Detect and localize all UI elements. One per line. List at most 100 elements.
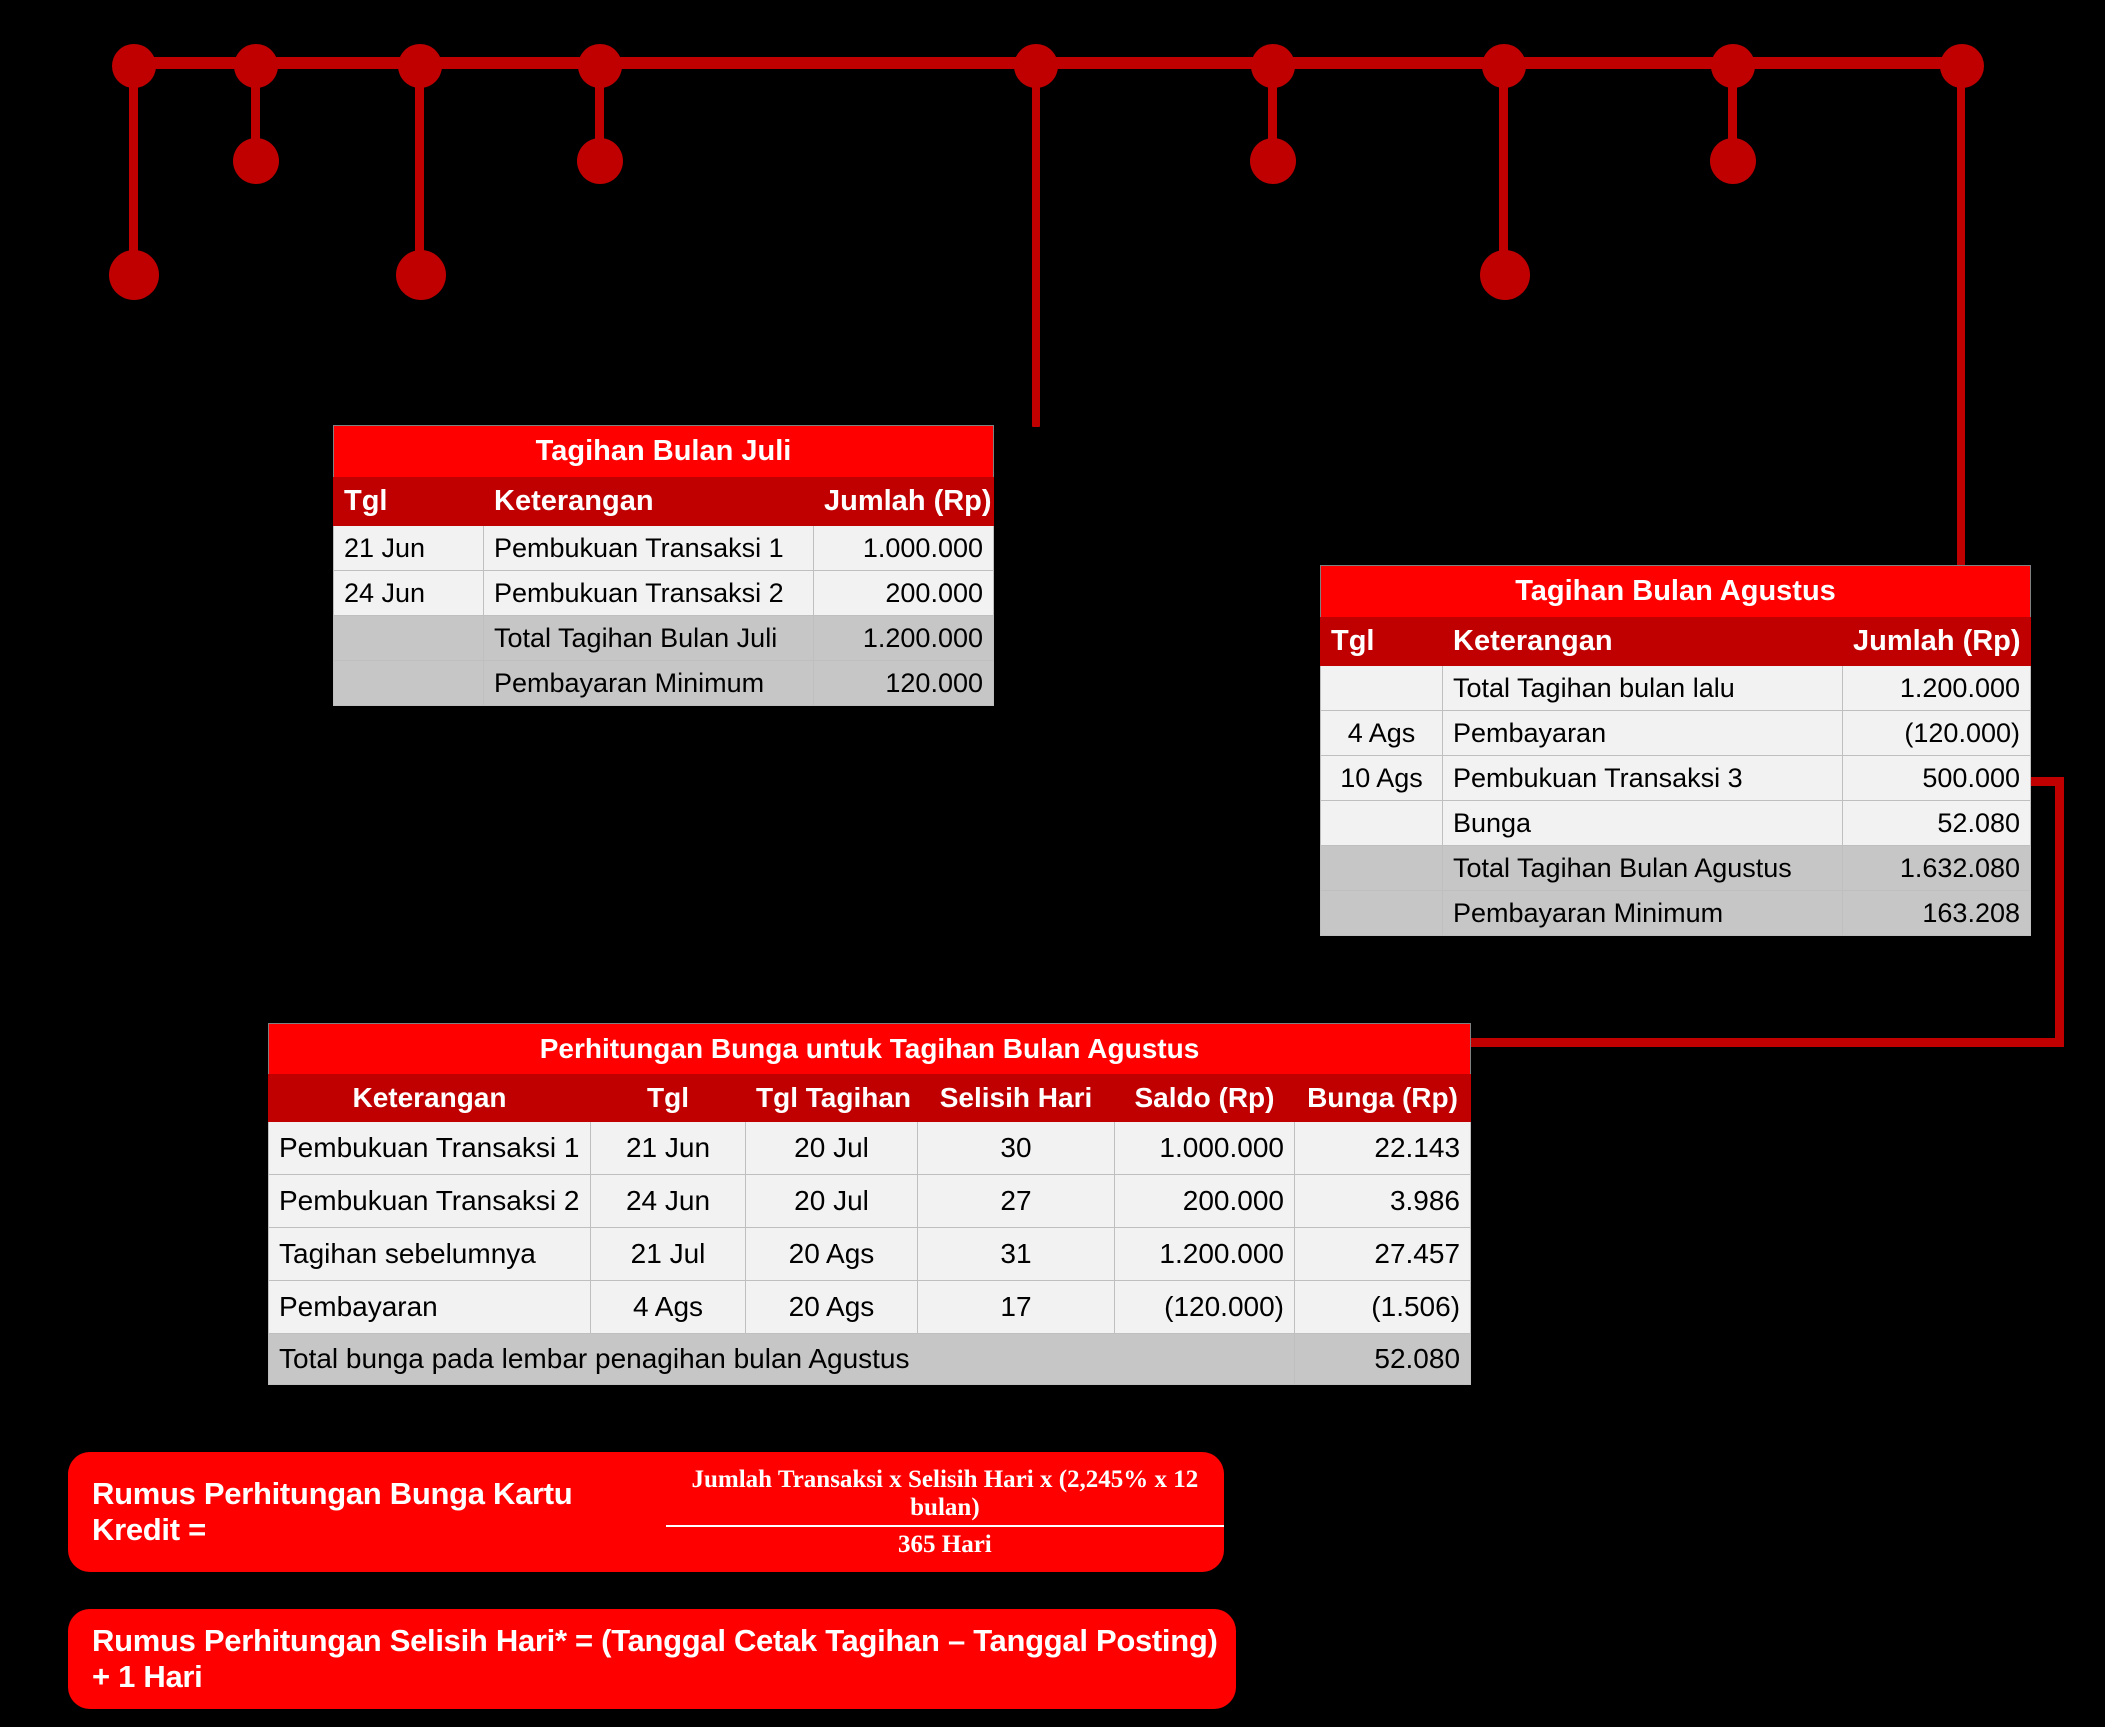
cell-saldo: 200.000 bbox=[1114, 1174, 1295, 1228]
formula-bunga-numerator: Jumlah Transaksi x Selisih Hari x (2,245… bbox=[665, 1466, 1224, 1527]
cell-tgl bbox=[333, 660, 484, 706]
cell-tgl: 10 Ags bbox=[1320, 755, 1443, 801]
cell-tgl-tagihan: 20 Ags bbox=[745, 1280, 918, 1334]
formula-bunga-fraction: Jumlah Transaksi x Selisih Hari x (2,245… bbox=[665, 1466, 1224, 1559]
cell-tgl: 21 Jun bbox=[333, 525, 484, 571]
cell-tgl bbox=[1320, 845, 1443, 891]
formula-hari-text: Rumus Perhitungan Selisih Hari* = (Tangg… bbox=[92, 1623, 1218, 1694]
table-agustus-title-row: Tagihan Bulan Agustus bbox=[1320, 565, 2031, 618]
cell-keterangan: Pembukuan Transaksi 2 bbox=[268, 1174, 591, 1228]
timeline-node-2-end[interactable] bbox=[233, 138, 279, 184]
table-row: Total Tagihan bulan lalu 1.200.000 bbox=[1320, 665, 2031, 711]
col-header-tgl: Tgl bbox=[590, 1074, 746, 1122]
cell-tgl-tagihan: 20 Jul bbox=[745, 1121, 918, 1175]
timeline-node-8-end[interactable] bbox=[1710, 138, 1756, 184]
cell-jumlah: 1.632.080 bbox=[1842, 845, 2031, 891]
cell-tgl: 4 Ags bbox=[590, 1280, 746, 1334]
cell-keterangan: Pembayaran Minimum bbox=[483, 660, 814, 706]
cell-jumlah: 1.000.000 bbox=[813, 525, 994, 571]
cell-tgl-tagihan: 20 Jul bbox=[745, 1174, 918, 1228]
cell-keterangan: Total Tagihan Bulan Agustus bbox=[1442, 845, 1843, 891]
table-row: Bunga 52.080 bbox=[1320, 800, 2031, 846]
cell-tgl: 21 Jul bbox=[590, 1227, 746, 1281]
table-row: Pembayaran Minimum 120.000 bbox=[333, 660, 994, 706]
cell-keterangan: Pembayaran bbox=[268, 1280, 591, 1334]
timeline-node-7-top[interactable] bbox=[1482, 44, 1526, 88]
timeline-node-8-top[interactable] bbox=[1711, 44, 1755, 88]
cell-keterangan: Pembukuan Transaksi 1 bbox=[483, 525, 814, 571]
timeline-stem-to-juli bbox=[1032, 62, 1040, 427]
table-row: Total Tagihan Bulan Juli 1.200.000 bbox=[333, 615, 994, 661]
cell-tgl bbox=[1320, 665, 1443, 711]
table-agustus-title: Tagihan Bulan Agustus bbox=[1320, 565, 2031, 618]
col-header-keterangan: Keterangan bbox=[483, 477, 814, 526]
col-header-bunga: Bunga (Rp) bbox=[1293, 1074, 1472, 1122]
timeline-node-1-top[interactable] bbox=[112, 44, 156, 88]
table-row: Tagihan sebelumnya 21 Jul 20 Ags 31 1.20… bbox=[268, 1227, 1472, 1281]
timeline-node-3-end[interactable] bbox=[396, 250, 446, 300]
formula-bunga-denominator: 365 Hari bbox=[898, 1530, 992, 1558]
cell-jumlah: 200.000 bbox=[813, 570, 994, 616]
connector-agustus-to-bunga-v bbox=[2055, 777, 2064, 1047]
timeline-stem-4 bbox=[595, 62, 604, 157]
table-row: 21 Jun Pembukuan Transaksi 1 1.000.000 bbox=[333, 525, 994, 571]
timeline-node-3-top[interactable] bbox=[398, 44, 442, 88]
col-header-tgl: Tgl bbox=[1320, 617, 1443, 666]
table-row: Pembukuan Transaksi 1 21 Jun 20 Jul 30 1… bbox=[268, 1121, 1472, 1175]
timeline-stem-2 bbox=[251, 62, 260, 157]
table-tagihan-agustus: Tagihan Bulan Agustus Tgl Keterangan Jum… bbox=[1320, 565, 2031, 936]
cell-jumlah: 1.200.000 bbox=[1842, 665, 2031, 711]
table-perhitungan-bunga: Perhitungan Bunga untuk Tagihan Bulan Ag… bbox=[268, 1023, 1472, 1385]
cell-keterangan: Bunga bbox=[1442, 800, 1843, 846]
cell-saldo: 1.000.000 bbox=[1114, 1121, 1295, 1175]
timeline-stem-6 bbox=[1268, 62, 1277, 157]
cell-selisih-hari: 27 bbox=[917, 1174, 1115, 1228]
table-row: Pembayaran Minimum 163.208 bbox=[1320, 890, 2031, 936]
col-header-selisih-hari: Selisih Hari bbox=[917, 1074, 1115, 1122]
table-bunga-header-row: Keterangan Tgl Tgl Tagihan Selisih Hari … bbox=[268, 1074, 1472, 1122]
col-header-tgl-tagihan: Tgl Tagihan bbox=[745, 1074, 918, 1122]
cell-tgl bbox=[333, 615, 484, 661]
cell-tgl bbox=[1320, 890, 1443, 936]
cell-bunga: 22.143 bbox=[1293, 1121, 1472, 1175]
cell-jumlah: 120.000 bbox=[813, 660, 994, 706]
timeline-node-9-top[interactable] bbox=[1940, 44, 1984, 88]
cell-jumlah: 1.200.000 bbox=[813, 615, 994, 661]
cell-jumlah: 163.208 bbox=[1842, 890, 2031, 936]
timeline-node-4-end[interactable] bbox=[577, 138, 623, 184]
cell-keterangan: Pembukuan Transaksi 3 bbox=[1442, 755, 1843, 801]
timeline-node-6-end[interactable] bbox=[1250, 138, 1296, 184]
timeline-stem-3 bbox=[415, 62, 424, 267]
cell-bunga: 3.986 bbox=[1293, 1174, 1472, 1228]
cell-bunga: (1.506) bbox=[1293, 1280, 1472, 1334]
table-total-row: Total bunga pada lembar penagihan bulan … bbox=[268, 1333, 1472, 1385]
timeline-node-6-top[interactable] bbox=[1251, 44, 1295, 88]
cell-bunga: 27.457 bbox=[1293, 1227, 1472, 1281]
table-row: Pembayaran 4 Ags 20 Ags 17 (120.000) (1.… bbox=[268, 1280, 1472, 1334]
table-row: 10 Ags Pembukuan Transaksi 3 500.000 bbox=[1320, 755, 2031, 801]
cell-jumlah: (120.000) bbox=[1842, 710, 2031, 756]
cell-keterangan: Pembukuan Transaksi 2 bbox=[483, 570, 814, 616]
cell-total-value: 52.080 bbox=[1293, 1333, 1472, 1385]
connector-agustus-to-bunga-h2 bbox=[1468, 1038, 2064, 1047]
cell-keterangan: Tagihan sebelumnya bbox=[268, 1227, 591, 1281]
cell-tgl bbox=[1320, 800, 1443, 846]
cell-selisih-hari: 17 bbox=[917, 1280, 1115, 1334]
table-juli-title: Tagihan Bulan Juli bbox=[333, 425, 994, 478]
timeline-node-4-top[interactable] bbox=[578, 44, 622, 88]
formula-bunga-label: Rumus Perhitungan Bunga Kartu Kredit = bbox=[92, 1476, 573, 1547]
timeline-node-1-end[interactable] bbox=[109, 250, 159, 300]
cell-tgl: 21 Jun bbox=[590, 1121, 746, 1175]
cell-keterangan: Pembayaran bbox=[1442, 710, 1843, 756]
timeline-node-2-top[interactable] bbox=[234, 44, 278, 88]
timeline-node-7-end[interactable] bbox=[1480, 250, 1530, 300]
formula-box-bunga-kartu-kredit: Rumus Perhitungan Bunga Kartu Kredit = J… bbox=[68, 1452, 1224, 1572]
col-header-saldo: Saldo (Rp) bbox=[1114, 1074, 1295, 1122]
cell-keterangan: Total Tagihan Bulan Juli bbox=[483, 615, 814, 661]
timeline-stem-7 bbox=[1499, 62, 1508, 267]
cell-keterangan: Pembukuan Transaksi 1 bbox=[268, 1121, 591, 1175]
timeline-stem-8 bbox=[1728, 62, 1737, 157]
cell-keterangan: Pembayaran Minimum bbox=[1442, 890, 1843, 936]
col-header-jumlah: Jumlah (Rp) bbox=[1842, 617, 2031, 666]
timeline-node-5-top[interactable] bbox=[1014, 44, 1058, 88]
